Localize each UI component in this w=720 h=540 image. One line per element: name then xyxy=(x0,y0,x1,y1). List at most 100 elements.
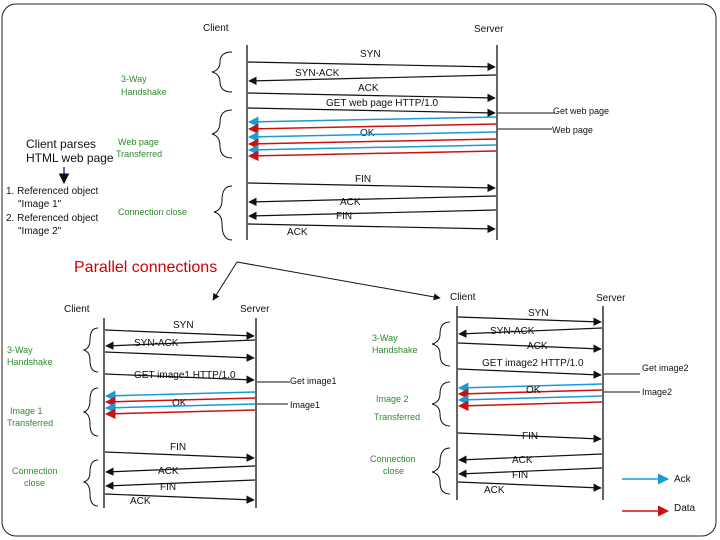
right-client-label: Client xyxy=(450,292,476,303)
ref-object-1b: "Image 1" xyxy=(18,199,62,210)
right-handshake-1: 3-Way xyxy=(372,333,398,343)
arrow-get xyxy=(247,107,496,118)
brace-transfer xyxy=(211,109,233,159)
right-arrow-syn xyxy=(457,316,602,326)
ref-object-2b: "Image 2" xyxy=(18,226,62,237)
ref-object-1: 1. Referenced object xyxy=(6,186,99,197)
left-server-label: Server xyxy=(240,304,270,315)
right-data-3 xyxy=(457,394,603,405)
get-image2-label: Get image2 xyxy=(642,363,689,373)
arrow-data-2 xyxy=(247,123,497,135)
right-handshake-2: Handshake xyxy=(372,345,418,355)
left-msg-ok: OK xyxy=(172,398,187,409)
msg-synack: SYN-ACK xyxy=(295,68,340,79)
right-msg-syn: SYN xyxy=(528,308,549,319)
left-data-1 xyxy=(104,390,256,401)
right-close-1: Connection xyxy=(370,454,416,464)
image1-label: Image1 xyxy=(290,400,320,410)
msg-ack: ACK xyxy=(358,83,379,94)
webpage-label-1: Web page xyxy=(118,137,159,147)
right-brace-close xyxy=(431,447,451,495)
right-arrow-get xyxy=(457,368,602,379)
web-page-label: Web page xyxy=(552,125,593,135)
msg-fin2: FIN xyxy=(336,211,352,222)
right-arrow-fin2 xyxy=(458,467,603,478)
right-server-label: Server xyxy=(596,293,626,304)
image2-label: Image2 xyxy=(642,387,672,397)
left-arrow-get xyxy=(104,373,255,384)
right-msg-get: GET image2 HTTP/1.0 xyxy=(482,358,584,369)
msg-syn: SYN xyxy=(360,49,381,60)
left-transferred-2: Transferred xyxy=(7,418,53,428)
left-msg-syn: SYN xyxy=(173,320,194,331)
right-msg-fin2: FIN xyxy=(512,470,528,481)
arrow-data-4 xyxy=(247,138,497,150)
left-arrow-ack3 xyxy=(104,493,255,504)
left-msg-fin2: FIN xyxy=(160,482,176,493)
title-pointer-right xyxy=(236,261,441,301)
arrow-data-5 xyxy=(247,144,497,156)
left-arrow-fin xyxy=(104,451,255,462)
top-client-label: Client xyxy=(203,23,229,34)
left-data-3 xyxy=(104,402,256,413)
left-brace-handshake xyxy=(82,327,99,373)
get-web-page-label: Get web page xyxy=(553,106,609,116)
left-arrow-fin2 xyxy=(105,479,256,490)
arrow-data-6 xyxy=(247,150,497,162)
left-arrow-synack xyxy=(105,339,256,350)
left-transferred-1: Image 1 xyxy=(10,406,43,416)
ref-object-2: 2. Referenced object xyxy=(6,213,99,224)
brace-close xyxy=(213,185,233,241)
left-arrow-ack2 xyxy=(105,465,256,476)
msg-fin1: FIN xyxy=(355,174,371,185)
arrow-data-3 xyxy=(247,131,497,143)
get-image1-label: Get image1 xyxy=(290,376,337,386)
right-data-1 xyxy=(457,382,603,393)
right-msg-ack2: ACK xyxy=(512,455,533,466)
arrow-syn xyxy=(247,61,496,72)
parallel-title: Parallel connections xyxy=(74,259,217,276)
left-data-4 xyxy=(104,408,256,419)
left-data-2 xyxy=(104,396,256,407)
left-msg-get: GET image1 HTTP/1.0 xyxy=(134,370,236,381)
page-frame xyxy=(1,3,717,537)
connection-close-label: Connection close xyxy=(118,207,187,217)
top-server-label: Server xyxy=(474,24,504,35)
arrow-ack3 xyxy=(247,223,496,234)
right-arrow-ack xyxy=(457,342,602,353)
legend-ack-label: Ack xyxy=(674,474,692,485)
left-handshake-1: 3-Way xyxy=(7,345,33,355)
title-pointer-left xyxy=(212,261,238,301)
left-arrow-syn xyxy=(104,329,255,340)
right-transferred-2: Transferred xyxy=(374,412,420,422)
right-msg-ok: OK xyxy=(526,385,541,396)
msg-ok: OK xyxy=(360,128,375,139)
arrow-fin1 xyxy=(247,182,496,193)
arrow-ack2 xyxy=(248,195,497,207)
webpage-label-2: Transferred xyxy=(116,149,162,159)
left-msg-ack: ACK xyxy=(158,466,179,477)
handshake-label-1: 3-Way xyxy=(121,74,147,84)
right-transferred-1: Image 2 xyxy=(376,394,409,404)
msg-ack3: ACK xyxy=(287,227,308,238)
right-close-2: close xyxy=(383,466,404,476)
right-data-4 xyxy=(457,400,603,411)
left-arrow-ack xyxy=(104,351,255,362)
left-brace-transfer xyxy=(82,387,99,437)
left-handshake-2: Handshake xyxy=(7,357,53,367)
right-msg-ack3: ACK xyxy=(484,485,505,496)
left-brace-close xyxy=(82,459,99,507)
right-brace-transfer xyxy=(431,381,451,427)
right-arrow-synack xyxy=(458,327,603,338)
handshake-label-2: Handshake xyxy=(121,87,167,97)
arrow-ack xyxy=(247,92,496,103)
left-msg-fin: FIN xyxy=(170,442,186,453)
right-arrow-fin xyxy=(457,432,602,443)
left-msg-ack2: ACK xyxy=(130,496,151,507)
left-close-2: close xyxy=(24,478,45,488)
msg-get: GET web page HTTP/1.0 xyxy=(326,98,439,109)
left-close-1: Connection xyxy=(12,466,58,476)
arrow-data-1 xyxy=(247,116,497,128)
